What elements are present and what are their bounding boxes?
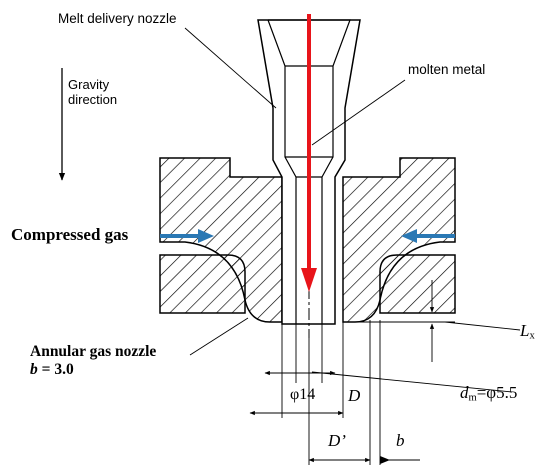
b-value-text: = 3.0: [37, 361, 74, 378]
dm-subscript: m: [468, 392, 477, 404]
dm-value: =φ5.5: [476, 383, 518, 402]
lx-symbol: L: [520, 321, 530, 340]
left-lower-block: [159, 254, 246, 314]
b-value-label: b = 3.0: [30, 362, 74, 378]
lx-label: Lx: [520, 321, 535, 342]
dm-symbol: d: [460, 383, 469, 402]
gas-arrow-left-head: [198, 229, 214, 243]
D-label: D: [348, 386, 361, 405]
leader-melt-nozzle: [184, 27, 277, 109]
lx-subscript: x: [529, 330, 535, 342]
b-value-symbol: b: [30, 361, 38, 378]
right-lower-block: [379, 254, 456, 314]
dm-label: dm=φ5.5: [460, 383, 518, 404]
leader-annular-nozzle: [189, 317, 249, 356]
leader-molten-metal: [311, 79, 406, 146]
molten-metal-label: molten metal: [408, 62, 486, 77]
gravity-label-line1: Gravity: [68, 77, 110, 92]
lx-dimension: [345, 280, 521, 362]
phi14-label: φ14: [290, 386, 316, 403]
leader-dm: [311, 371, 513, 393]
b-dimension-label: b: [396, 431, 405, 450]
melt-nozzle-label: Melt delivery nozzle: [58, 11, 177, 26]
compressed-gas-label: Compressed gas: [11, 225, 129, 244]
gas-arrow-right-head: [401, 229, 417, 243]
annular-gas-nozzle-label: Annular gas nozzle: [30, 343, 157, 360]
molten-metal-arrowhead: [301, 268, 317, 292]
gravity-label-line2: direction: [68, 92, 118, 107]
D-prime-label: D’: [328, 431, 346, 450]
dimension-lines: [249, 370, 420, 464]
